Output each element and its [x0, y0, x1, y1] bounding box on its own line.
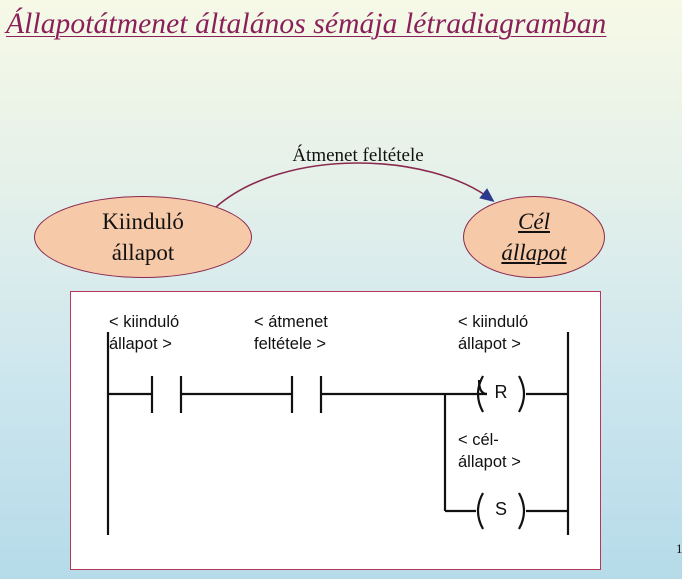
- contact-1-label-line1: < kiinduló: [109, 313, 180, 331]
- coil-set-letter: S: [494, 499, 507, 519]
- coil-set-left: [476, 492, 484, 530]
- ladder-diagram: [106, 332, 570, 535]
- ladder-diagram-frame: < kiinduló állapot > < átmenet feltétele…: [70, 291, 601, 570]
- coil-set-right: [518, 492, 526, 530]
- contact-2-label: < átmenet feltétele >: [254, 311, 328, 355]
- transition-condition-label: Átmenet feltétele: [292, 145, 424, 166]
- source-state-line1: Kiinduló: [102, 208, 184, 234]
- target-state-line2: állapot: [501, 240, 567, 265]
- coil-set-label-line1: < cél-: [458, 431, 499, 449]
- coil-reset-label-line2: állapot >: [458, 335, 521, 353]
- source-state-ellipse: Kiinduló állapot: [34, 196, 252, 278]
- contact-1-label-line2: állapot >: [109, 335, 172, 353]
- source-state-line2: állapot: [111, 240, 175, 265]
- contact-2-label-line2: feltétele >: [254, 335, 327, 353]
- coil-reset-letter: R: [494, 382, 508, 402]
- slide-title: Állapotátmenet általános sémája létradia…: [6, 8, 607, 40]
- coil-set-label-line2: állapot >: [458, 453, 521, 471]
- coil-set-label: < cél- állapot >: [458, 429, 521, 473]
- contact-2-label-line1: < átmenet: [254, 313, 328, 331]
- coil-reset-label: < kiinduló állapot >: [458, 311, 528, 355]
- coil-reset-right: [518, 375, 526, 413]
- coil-reset-label-line1: < kiinduló: [458, 313, 529, 331]
- page-number: 1: [676, 541, 682, 556]
- contact-1-label: < kiinduló állapot >: [109, 311, 179, 355]
- coil-reset-left: [476, 375, 484, 413]
- target-state-ellipse: Cél állapot: [463, 196, 605, 278]
- target-state-line1: Cél: [518, 208, 550, 234]
